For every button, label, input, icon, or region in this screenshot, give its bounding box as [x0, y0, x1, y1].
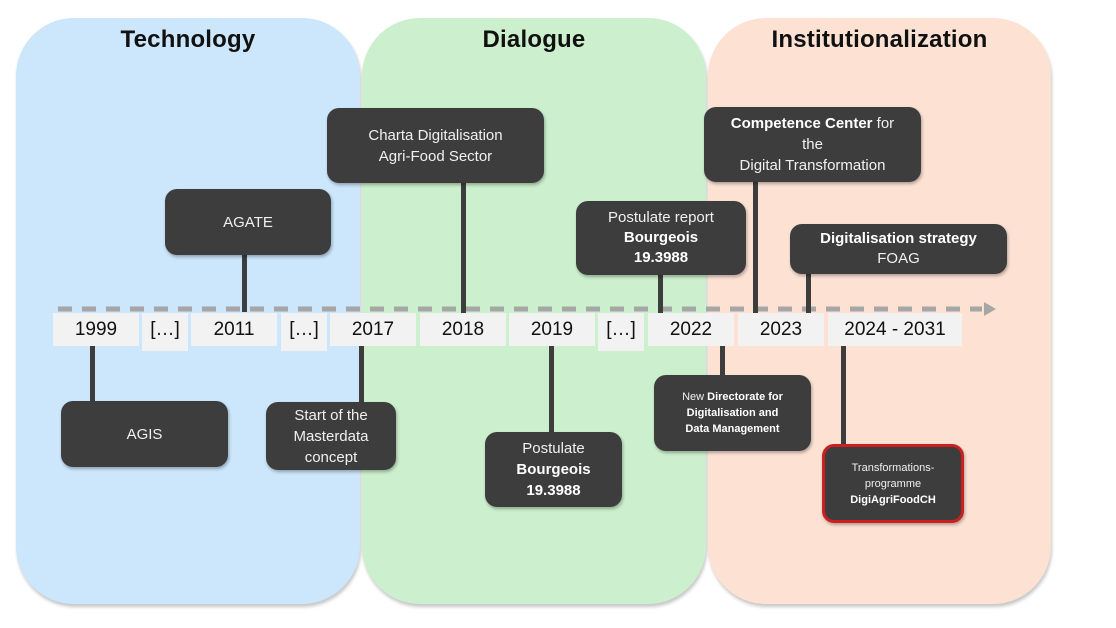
year-label: 2024 - 2031 — [828, 313, 962, 346]
event-digitalisation-strategy: Digitalisation strategy FOAG — [790, 224, 1007, 274]
event-charta-digitalisation: Charta Digitalisation Agri-Food Sector — [327, 108, 544, 183]
event-transformation-programme: Transformations- programme DigiAgriFoodC… — [822, 444, 964, 523]
event-text-bold: DigiAgriFoodCH — [850, 493, 936, 506]
event-text: FOAG — [877, 250, 920, 267]
event-text: New — [682, 391, 708, 403]
year-label: 2018 — [420, 313, 506, 346]
connector-directorate — [720, 346, 725, 378]
event-postulate-bourgeois: Postulate Bourgeois 19.3988 — [485, 432, 622, 507]
event-postulate-report: Postulate report Bourgeois 19.3988 — [576, 201, 746, 275]
event-text: AGIS — [126, 425, 163, 443]
event-competence-center: Competence Center for the Digital Transf… — [704, 107, 921, 182]
event-text-bold: Data Management — [685, 423, 780, 435]
event-text-bold: Bourgeois — [623, 229, 699, 246]
event-text-bold: 19.3988 — [633, 249, 689, 266]
phase-title-technology: Technology — [120, 26, 256, 53]
event-text-bold: Digitalisation strategy — [820, 230, 977, 247]
year-gap-label: […] — [142, 313, 188, 351]
timeline-arrowhead-icon — [984, 302, 996, 316]
connector-postulate — [549, 346, 554, 434]
event-line: New Directorate for — [682, 389, 783, 405]
event-text-bold: Competence Center — [730, 115, 873, 132]
connector-transformation — [841, 346, 846, 446]
event-text: Charta Digitalisation — [368, 126, 503, 144]
event-text-bold: 19.3988 — [526, 482, 581, 499]
year-gap-label: […] — [281, 313, 327, 351]
event-agis: AGIS — [61, 401, 228, 467]
event-text: the — [802, 136, 823, 153]
event-text: AGATE — [223, 213, 273, 231]
event-line: Competence Center for — [731, 113, 894, 134]
event-text: Start of the — [294, 406, 368, 424]
connector-agate — [242, 254, 247, 312]
event-text: Postulate report — [608, 209, 714, 226]
connector-masterdata — [359, 346, 364, 404]
connector-digitalisation-strategy — [806, 272, 811, 314]
year-gap-label: […] — [598, 313, 644, 351]
event-text: Transformations- — [851, 461, 935, 474]
connector-charta — [461, 182, 466, 314]
event-text: Agri-Food Sector — [378, 147, 493, 165]
year-label: 1999 — [53, 313, 139, 346]
event-text: Postulate — [522, 440, 585, 457]
phase-title-dialogue: Dialogue — [482, 26, 586, 53]
connector-agis — [90, 346, 95, 402]
event-text: programme — [864, 477, 922, 490]
event-text-bold: Bourgeois — [516, 461, 591, 478]
event-text-bold: Digitalisation and — [686, 407, 779, 419]
event-text: Masterdata — [293, 427, 369, 445]
year-label: 2011 — [191, 313, 277, 346]
year-label: 2017 — [330, 313, 416, 346]
event-new-directorate: New Directorate for Digitalisation and D… — [654, 375, 811, 451]
phase-title-institutionalization: Institutionalization — [771, 26, 988, 53]
event-text-bold: Directorate for — [707, 391, 783, 403]
year-label: 2019 — [509, 313, 595, 346]
event-agate: AGATE — [165, 189, 331, 255]
event-text: Digital Transformation — [739, 157, 886, 174]
event-text: for — [872, 115, 895, 132]
year-label: 2022 — [648, 313, 734, 346]
connector-competence-center — [753, 180, 758, 314]
event-text: concept — [304, 448, 358, 466]
connector-postulate-report — [658, 274, 663, 314]
year-label: 2023 — [738, 313, 824, 346]
event-masterdata-concept: Start of the Masterdata concept — [266, 402, 396, 470]
